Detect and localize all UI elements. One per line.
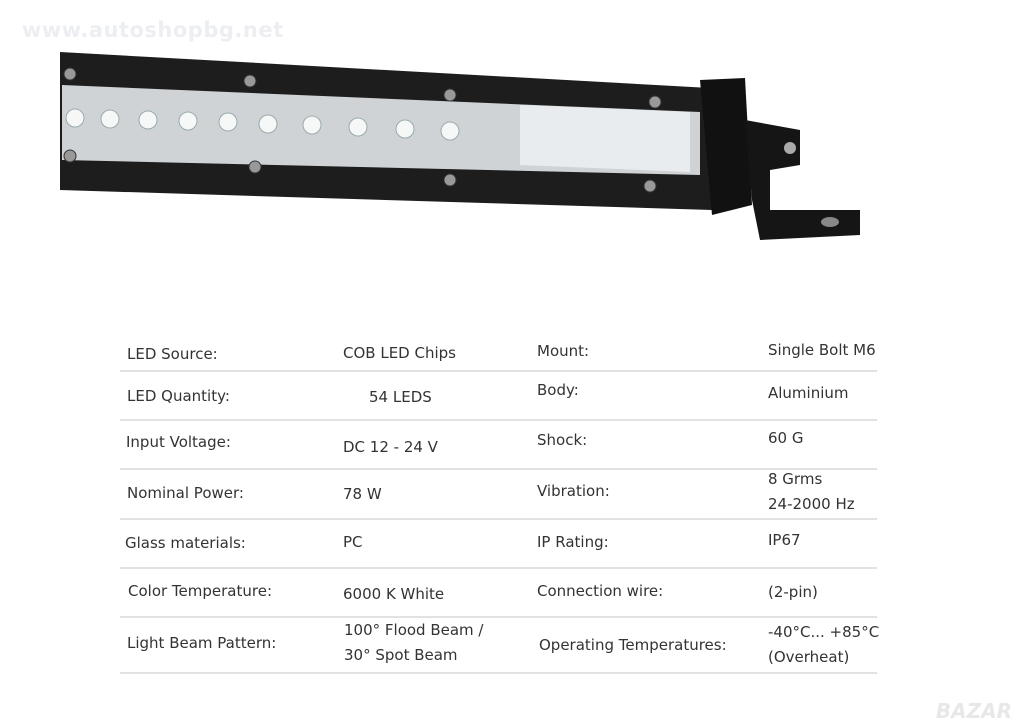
spec-row: LED Quantity: 54 LEDS Body: Aluminium [120,372,877,421]
spec-value: 8 Grms [768,470,823,488]
spec-value: Single Bolt M6 [768,341,876,359]
spec-row: LED Source: COB LED Chips Mount: Single … [120,333,877,372]
spec-label: Mount: [537,342,590,360]
spec-label: Nominal Power: [127,484,244,502]
spec-value: 24-2000 Hz [768,495,855,513]
spec-label: Light Beam Pattern: [127,634,277,652]
spec-label: Operating Temperatures: [539,636,727,654]
spec-row: Input Voltage: DC 12 - 24 V Shock: 60 G [120,421,877,470]
spec-row: Glass materials: PC IP Rating: IP67 [120,520,877,569]
mount-bracket [745,120,860,240]
spec-label: Glass materials: [125,534,246,552]
spec-row: Color Temperature: 6000 K White Connecti… [120,569,877,618]
spec-value: DC 12 - 24 V [343,438,438,456]
spec-value: IP67 [768,531,801,549]
watermark: www.autoshopbg.net [22,18,284,42]
spec-label: LED Source: [127,345,218,363]
bazar-logo: BAZAR [935,699,1012,723]
spec-label: LED Quantity: [127,387,230,405]
spec-label: Color Temperature: [128,582,273,600]
spec-value: PC [343,533,363,551]
spec-label: Connection wire: [537,582,664,600]
end-cap [700,78,752,215]
spec-value: (Overheat) [768,648,850,666]
spec-value: Aluminium [768,384,849,402]
screws [63,67,662,193]
spec-value: 100° Flood Beam / [344,621,484,639]
spec-value: 30° Spot Beam [344,646,458,664]
spec-row: Nominal Power: 78 W Vibration: 8 Grms 24… [120,470,877,520]
spec-label: Body: [537,381,579,399]
spec-table: LED Source: COB LED Chips Mount: Single … [120,333,880,674]
spec-value: 6000 K White [343,585,445,603]
spec-value: 78 W [343,485,382,503]
spec-label: Input Voltage: [126,433,231,451]
spec-label: IP Rating: [537,533,609,551]
spec-value: 54 LEDS [369,388,432,406]
spec-value: 60 G [768,429,804,447]
spec-value: COB LED Chips [343,344,456,362]
spec-label: Vibration: [537,482,610,500]
spec-row: Light Beam Pattern: 100° Flood Beam / 30… [120,618,880,674]
led-chips [65,108,460,141]
spec-value: (2-pin) [768,583,818,601]
spec-value: -40°C... +85°C [768,623,880,641]
led-light-bar-image [60,52,860,240]
spec-label: Shock: [537,431,588,449]
